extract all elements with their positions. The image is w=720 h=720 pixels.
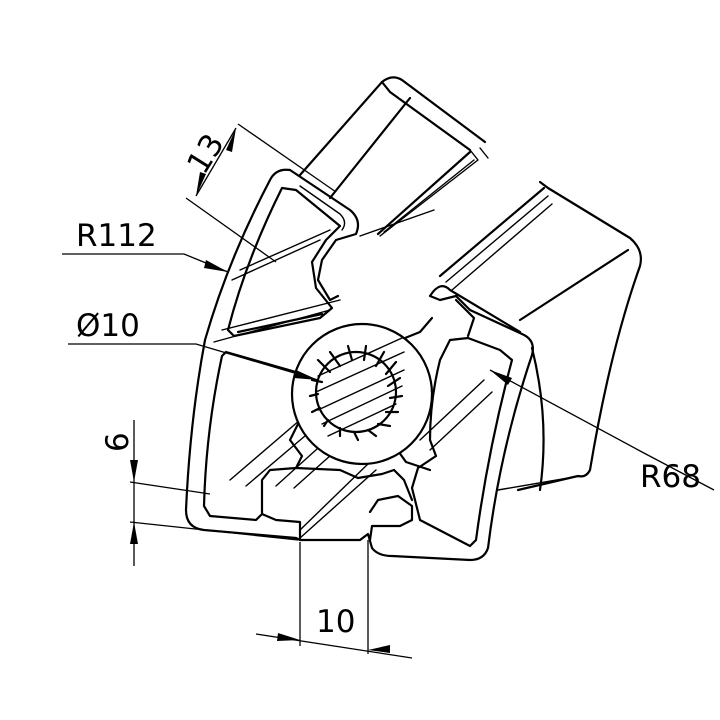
dimension-bore-diameter: Ø10 (68, 308, 319, 381)
dim-height-small-label: 6 (100, 432, 136, 452)
dimension-inner-radius: R68 (489, 369, 715, 495)
dim-width-top-label: 13 (180, 128, 231, 181)
upper-left-extrusion (298, 76, 489, 237)
dimension-slot-width: 10 (255, 540, 413, 659)
dimension-outer-radius: R112 (62, 218, 229, 273)
front-profile (184, 168, 534, 562)
dimension-height-small: 6 (100, 420, 299, 566)
dim-slot-width-label: 10 (316, 604, 355, 640)
dim-inner-radius-label: R68 (640, 459, 701, 495)
dim-bore-diameter-label: Ø10 (76, 308, 140, 344)
right-extrusion (438, 180, 642, 492)
dim-outer-radius-label: R112 (76, 218, 157, 254)
